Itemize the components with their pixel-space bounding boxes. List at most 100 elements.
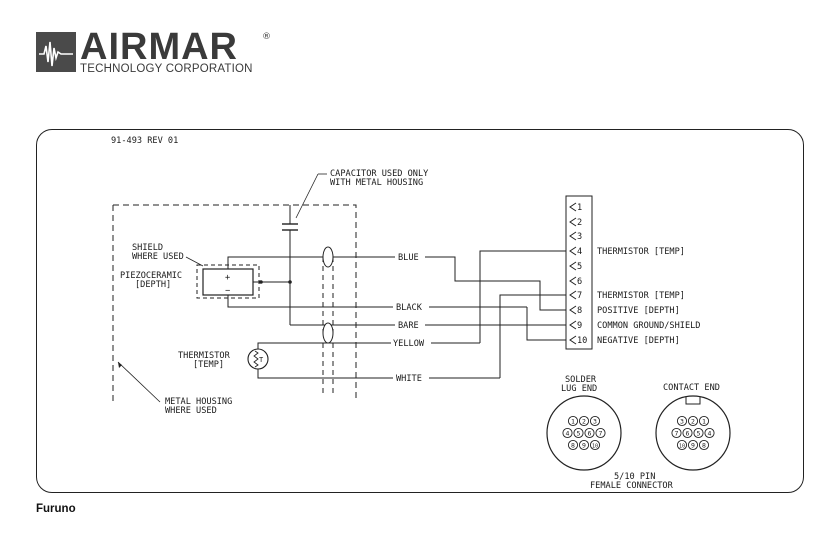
terminal-pin-6: 6	[577, 277, 582, 287]
solder-pin-2: 2	[582, 417, 586, 425]
terminal-pin-contact	[569, 335, 577, 345]
contact-pin-circle	[693, 427, 704, 439]
blue-wire-left	[227, 256, 450, 269]
solder-pin-circle	[589, 439, 601, 451]
contact-pin-1: 1	[702, 417, 706, 425]
thermistor-note-line1: THERMISTOR	[178, 351, 231, 361]
airmar-logo-mark	[36, 32, 76, 72]
pin10-function: NEGATIVE [DEPTH]	[597, 336, 680, 346]
terminal-pin-contact	[569, 217, 577, 227]
shield-note-line2: WHERE USED	[132, 252, 184, 262]
solder-pin-1: 1	[571, 417, 575, 425]
contact-pin-4: 4	[708, 429, 712, 437]
shield-leader	[185, 256, 204, 267]
contact-label: CONTACT END	[663, 383, 720, 393]
junction-dot	[288, 280, 292, 284]
registered-mark: ®	[262, 32, 271, 42]
contact-end-connector	[655, 395, 731, 471]
terminal-pin-4: 4	[577, 247, 582, 257]
wire-label-black: BLACK	[396, 303, 423, 313]
capacitor-leader	[295, 173, 319, 219]
footer-brand-label: Furuno	[36, 503, 76, 515]
drawing-frame	[36, 129, 804, 493]
solder-pin-9: 9	[582, 441, 586, 449]
terminal-pin-7: 7	[577, 291, 582, 301]
junction-dot	[259, 280, 263, 284]
yellow-wire-route	[479, 250, 570, 343]
yellow-wire	[257, 342, 480, 349]
contact-pin-5: 5	[697, 429, 701, 437]
contact-pin-circle	[671, 427, 682, 439]
solder-pin-circle	[578, 439, 590, 451]
terminal-pin-contact	[569, 261, 577, 271]
solder-pin-8: 8	[571, 441, 575, 449]
piezo-minus: −	[225, 286, 230, 296]
solder-pin-6: 6	[588, 429, 592, 437]
airmar-logo: AIRMAR ® TECHNOLOGY CORPORATION	[36, 26, 286, 80]
connector-caption-line1: 5/10 PIN	[614, 472, 655, 482]
terminal-pin-contact	[569, 231, 577, 241]
contact-pin-8: 8	[702, 441, 706, 449]
terminal-pin-contact	[569, 320, 577, 330]
solder-label-line2: LUG END	[561, 384, 597, 394]
pin9-function: COMMON GROUND/SHIELD	[597, 321, 700, 331]
terminal-pin-contact	[569, 290, 577, 300]
contact-pin-circle	[698, 415, 710, 427]
solder-pin-10: 10	[592, 443, 598, 449]
contact-pin-circle	[682, 427, 693, 439]
housing-leader	[117, 361, 161, 403]
wire-label-blue: BLUE	[398, 253, 419, 263]
contact-key-notch	[685, 397, 701, 405]
wire-label-bg	[391, 337, 431, 348]
solder-pin-circle	[567, 415, 579, 427]
solder-pin-circle	[562, 427, 573, 439]
contact-pin-9: 9	[691, 441, 695, 449]
solder-pin-4: 4	[566, 429, 570, 437]
wire-label-bg	[395, 251, 425, 262]
contact-pin-circle	[676, 415, 688, 427]
brand-subtitle: TECHNOLOGY CORPORATION	[80, 63, 253, 75]
solder-pin-circle	[595, 427, 606, 439]
pin8-function: POSITIVE [DEPTH]	[597, 306, 680, 316]
terminal-pins: 1 2 3 4 5 6 7 8 9 10	[569, 202, 587, 346]
terminal-pin-2: 2	[577, 218, 582, 228]
piezo-note-line1: PIEZOCERAMIC	[120, 271, 182, 281]
wire-label-bg	[393, 372, 429, 383]
black-wire-left	[227, 295, 527, 308]
white-wire-route	[499, 294, 570, 378]
solder-pin-7: 7	[599, 429, 603, 437]
terminal-pin-3: 3	[577, 232, 582, 242]
thermistor-note-line2: [TEMP]	[193, 360, 224, 370]
housing-note-line1: METAL HOUSING	[165, 397, 232, 407]
terminal-pin-contact	[569, 246, 577, 256]
cable-shield-bottom	[322, 322, 334, 344]
capacitor-note-line1: CAPACITOR USED ONLY	[330, 169, 429, 179]
piezo-note-line2: [DEPTH]	[135, 280, 171, 290]
contact-pin-7: 7	[675, 429, 679, 437]
terminal-pin-contact	[569, 276, 577, 286]
terminal-pin-10: 10	[577, 336, 587, 346]
black-wire-route	[526, 307, 570, 341]
terminal-pin-1: 1	[577, 203, 582, 213]
pin7-function: THERMISTOR [TEMP]	[597, 291, 685, 301]
contact-pin-2: 2	[691, 417, 695, 425]
wire-label-bg	[395, 319, 425, 330]
pin4-function: THERMISTOR [TEMP]	[597, 247, 685, 257]
metal-housing-outline	[113, 204, 357, 402]
thermistor-resistor	[253, 350, 259, 368]
contact-pin-circle	[687, 439, 699, 451]
solder-lug-connector	[546, 395, 622, 471]
white-wire	[257, 369, 500, 379]
solder-pin-circle	[567, 439, 579, 451]
solder-pin-3: 3	[593, 417, 597, 425]
solder-label-line1: SOLDER	[565, 375, 597, 385]
cable-shield-top	[322, 246, 334, 268]
wire-label-yellow: YELLOW	[393, 339, 425, 349]
piezo-plus: +	[225, 273, 230, 283]
blue-wire-route	[450, 256, 570, 311]
contact-pin-circle	[687, 415, 699, 427]
solder-pin-5: 5	[577, 429, 581, 437]
connector-caption-line2: FEMALE CONNECTOR	[590, 481, 674, 491]
